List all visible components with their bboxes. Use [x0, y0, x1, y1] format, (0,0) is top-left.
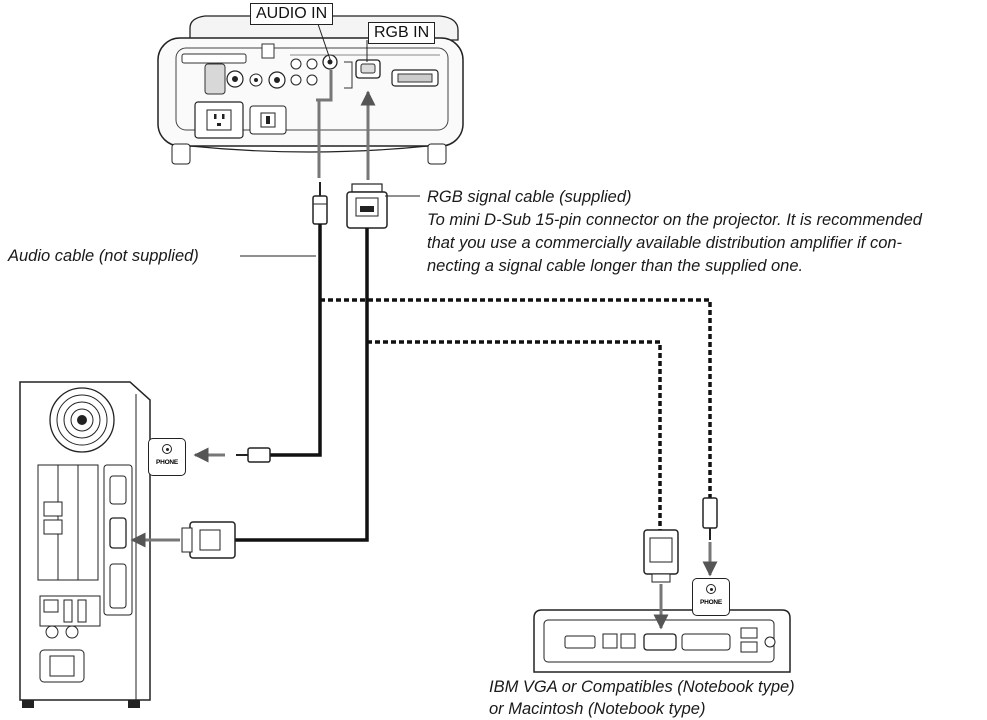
rgb-cable: [235, 228, 369, 542]
audio-cable-alt-notebook: [320, 298, 712, 498]
notebook-caption-line1: IBM VGA or Compatibles (Notebook type): [489, 678, 795, 696]
rgb-cable-title: RGB signal cable (supplied): [427, 188, 632, 206]
audio-plug-projector: [312, 182, 328, 225]
vga-plug-desktop: [130, 521, 236, 559]
projector-illustration: [157, 15, 464, 165]
rgb-cable-desc-line3: necting a signal cable longer than the s…: [427, 257, 804, 275]
rgb-cable-alt-notebook: [367, 340, 662, 530]
rgb-in-label: RGB IN: [368, 22, 436, 44]
audio-cable-label: Audio cable (not supplied): [8, 247, 199, 265]
audio-cable-upper: [316, 70, 333, 178]
audio-plug-desktop: [193, 447, 271, 463]
rgb-cable-desc-line2: that you use a commercially available di…: [427, 234, 903, 252]
desktop-pc-illustration: [19, 381, 151, 708]
audio-in-label: AUDIO IN: [250, 3, 334, 25]
audio-plug-notebook: [702, 497, 718, 577]
notebook-illustration: [533, 609, 791, 673]
phone-jack-desktop-icon: PHONE: [148, 438, 186, 476]
vga-plug-projector: [346, 183, 388, 229]
rgb-cable-desc-line1: To mini D-Sub 15-pin connector on the pr…: [427, 211, 922, 229]
notebook-caption-line2: or Macintosh (Notebook type): [489, 700, 706, 718]
phone-jack-notebook-icon: PHONE: [692, 578, 730, 616]
audio-cable: [270, 224, 322, 457]
vga-plug-notebook: [643, 529, 679, 630]
